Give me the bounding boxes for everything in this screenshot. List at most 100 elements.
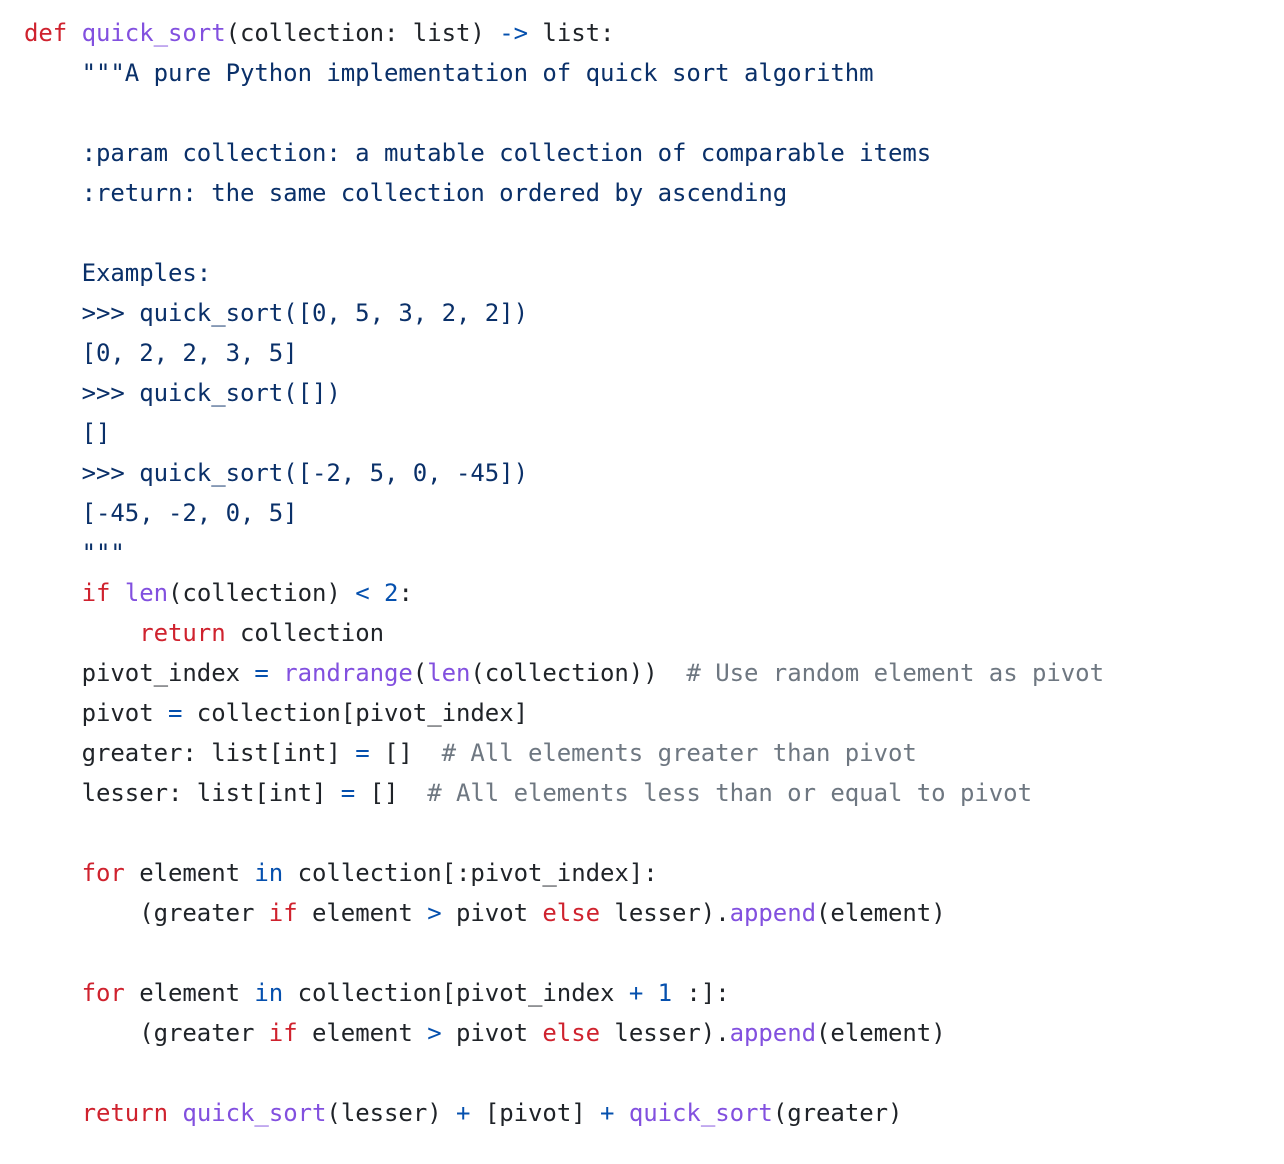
docstring-token: [-45, -2, 0, 5] xyxy=(24,499,298,527)
keyword-token: return xyxy=(139,619,226,647)
text-token: (element) xyxy=(816,1019,946,1047)
operator-token: = xyxy=(254,659,269,687)
comment-token: # All elements greater than pivot xyxy=(441,739,917,767)
function-token: quick_sort xyxy=(81,19,226,47)
text-token xyxy=(24,579,82,607)
text-token: (greater) xyxy=(772,1099,903,1127)
keyword-token: def xyxy=(24,19,68,47)
docstring-token: """A pure Python implementation of quick… xyxy=(24,59,874,87)
function-token: append xyxy=(729,899,817,927)
keyword-token: else xyxy=(542,899,601,927)
text-token: lesser). xyxy=(600,1019,730,1047)
docstring-token: :return: the same collection ordered by … xyxy=(24,179,788,207)
code-line xyxy=(24,813,1104,853)
text-token: :]: xyxy=(672,979,730,1007)
code-line: >>> quick_sort([0, 5, 3, 2, 2]) xyxy=(24,293,1104,333)
operator-token: < xyxy=(355,579,370,607)
operator-token: > xyxy=(427,1019,442,1047)
text-token: [] xyxy=(355,779,428,807)
text-token xyxy=(24,979,82,1007)
code-line xyxy=(24,933,1104,973)
function-token: quick_sort xyxy=(628,1099,773,1127)
code-line: lesser: list[int] = [] # All elements le… xyxy=(24,773,1104,813)
docstring-token: [0, 2, 2, 3, 5] xyxy=(24,339,298,367)
text-token xyxy=(370,579,384,607)
code-block: def quick_sort(collection: list) -> list… xyxy=(24,13,1104,1133)
keyword-token: else xyxy=(542,1019,601,1047)
code-line: [] xyxy=(24,413,1104,453)
text-token: element xyxy=(297,1019,428,1047)
text-token: element xyxy=(297,899,428,927)
code-line: if len(collection) < 2: xyxy=(24,573,1104,613)
text-token: (greater xyxy=(24,899,269,927)
text-token: lesser). xyxy=(600,899,730,927)
text-token xyxy=(643,979,657,1007)
docstring-token: >>> quick_sort([]) xyxy=(24,379,341,407)
operator-token: > xyxy=(427,899,442,927)
text-token: collection[pivot_index] xyxy=(182,699,528,727)
text-token xyxy=(24,1099,82,1127)
operator-token: + xyxy=(456,1099,471,1127)
keyword-token: if xyxy=(268,1019,298,1047)
function-token: quick_sort xyxy=(182,1099,327,1127)
docstring-token: """ xyxy=(24,539,125,567)
text-token xyxy=(24,859,82,887)
text-token xyxy=(67,19,81,47)
number-token: 1 xyxy=(657,979,673,1007)
text-token: pivot xyxy=(24,699,168,727)
code-line: for element in collection[pivot_index + … xyxy=(24,973,1104,1013)
code-line xyxy=(24,213,1104,253)
text-token: : xyxy=(398,579,413,607)
function-token: len xyxy=(427,659,471,687)
text-token: (collection) xyxy=(168,579,356,607)
code-line: Examples: xyxy=(24,253,1104,293)
keyword-token: if xyxy=(268,899,298,927)
keyword-token: for xyxy=(81,979,125,1007)
code-line xyxy=(24,1053,1104,1093)
function-token: randrange xyxy=(283,659,413,687)
code-line: :param collection: a mutable collection … xyxy=(24,133,1104,173)
text-token: (greater xyxy=(24,1019,269,1047)
comment-token: # Use random element as pivot xyxy=(686,659,1104,687)
code-line: >>> quick_sort([-2, 5, 0, -45]) xyxy=(24,453,1104,493)
code-line xyxy=(24,93,1104,133)
code-line: greater: list[int] = [] # All elements g… xyxy=(24,733,1104,773)
docstring-token: Examples: xyxy=(24,259,212,287)
text-token: (lesser) xyxy=(326,1099,457,1127)
docstring-token: [] xyxy=(24,419,111,447)
text-token: pivot xyxy=(441,1019,543,1047)
operator-token: in xyxy=(254,979,284,1007)
code-line: return quick_sort(lesser) + [pivot] + qu… xyxy=(24,1093,1104,1133)
operator-token: -> xyxy=(499,19,529,47)
text-token: (element) xyxy=(816,899,946,927)
code-line: for element in collection[:pivot_index]: xyxy=(24,853,1104,893)
text-token: element xyxy=(124,859,255,887)
code-line: (greater if element > pivot else lesser)… xyxy=(24,1013,1104,1053)
docstring-token: :param collection: a mutable collection … xyxy=(24,139,932,167)
code-line: """ xyxy=(24,533,1104,573)
operator-token: = xyxy=(168,699,183,727)
code-line: :return: the same collection ordered by … xyxy=(24,173,1104,213)
text-token xyxy=(110,579,124,607)
docstring-token: >>> quick_sort([-2, 5, 0, -45]) xyxy=(24,459,528,487)
keyword-token: if xyxy=(81,579,111,607)
text-token xyxy=(168,1099,182,1127)
text-token: list: xyxy=(528,19,615,47)
operator-token: + xyxy=(628,979,644,1007)
keyword-token: return xyxy=(81,1099,169,1127)
text-token: [] xyxy=(369,739,442,767)
code-line: pivot = collection[pivot_index] xyxy=(24,693,1104,733)
code-line: """A pure Python implementation of quick… xyxy=(24,53,1104,93)
code-line: [-45, -2, 0, 5] xyxy=(24,493,1104,533)
text-token: (collection)) xyxy=(470,659,687,687)
text-token: pivot_index xyxy=(24,659,255,687)
text-token: ( xyxy=(412,659,428,687)
text-token: pivot xyxy=(441,899,543,927)
code-line: >>> quick_sort([]) xyxy=(24,373,1104,413)
text-token: collection[pivot_index xyxy=(283,979,629,1007)
operator-token: = xyxy=(355,739,370,767)
text-token: greater: list[int] xyxy=(24,739,356,767)
comment-token: # All elements less than or equal to piv… xyxy=(427,779,1032,807)
text-token xyxy=(614,1099,628,1127)
text-token: (collection: list) xyxy=(225,19,500,47)
